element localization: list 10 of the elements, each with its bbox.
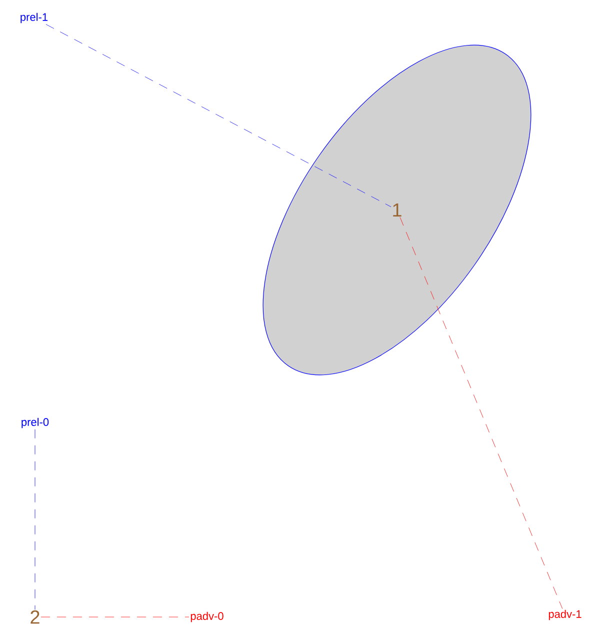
dashed-line	[34, 429, 36, 610]
point-label: padv-1	[548, 610, 582, 620]
point-label: padv-0	[190, 612, 224, 622]
point-number: 1	[393, 203, 402, 217]
dashed-line	[400, 217, 563, 609]
dashed-line	[40, 616, 190, 618]
point-number: 2	[30, 610, 40, 624]
point-label: prel-0	[22, 418, 49, 428]
dashed-line	[46, 24, 392, 208]
point-label: prel-1	[20, 12, 48, 24]
